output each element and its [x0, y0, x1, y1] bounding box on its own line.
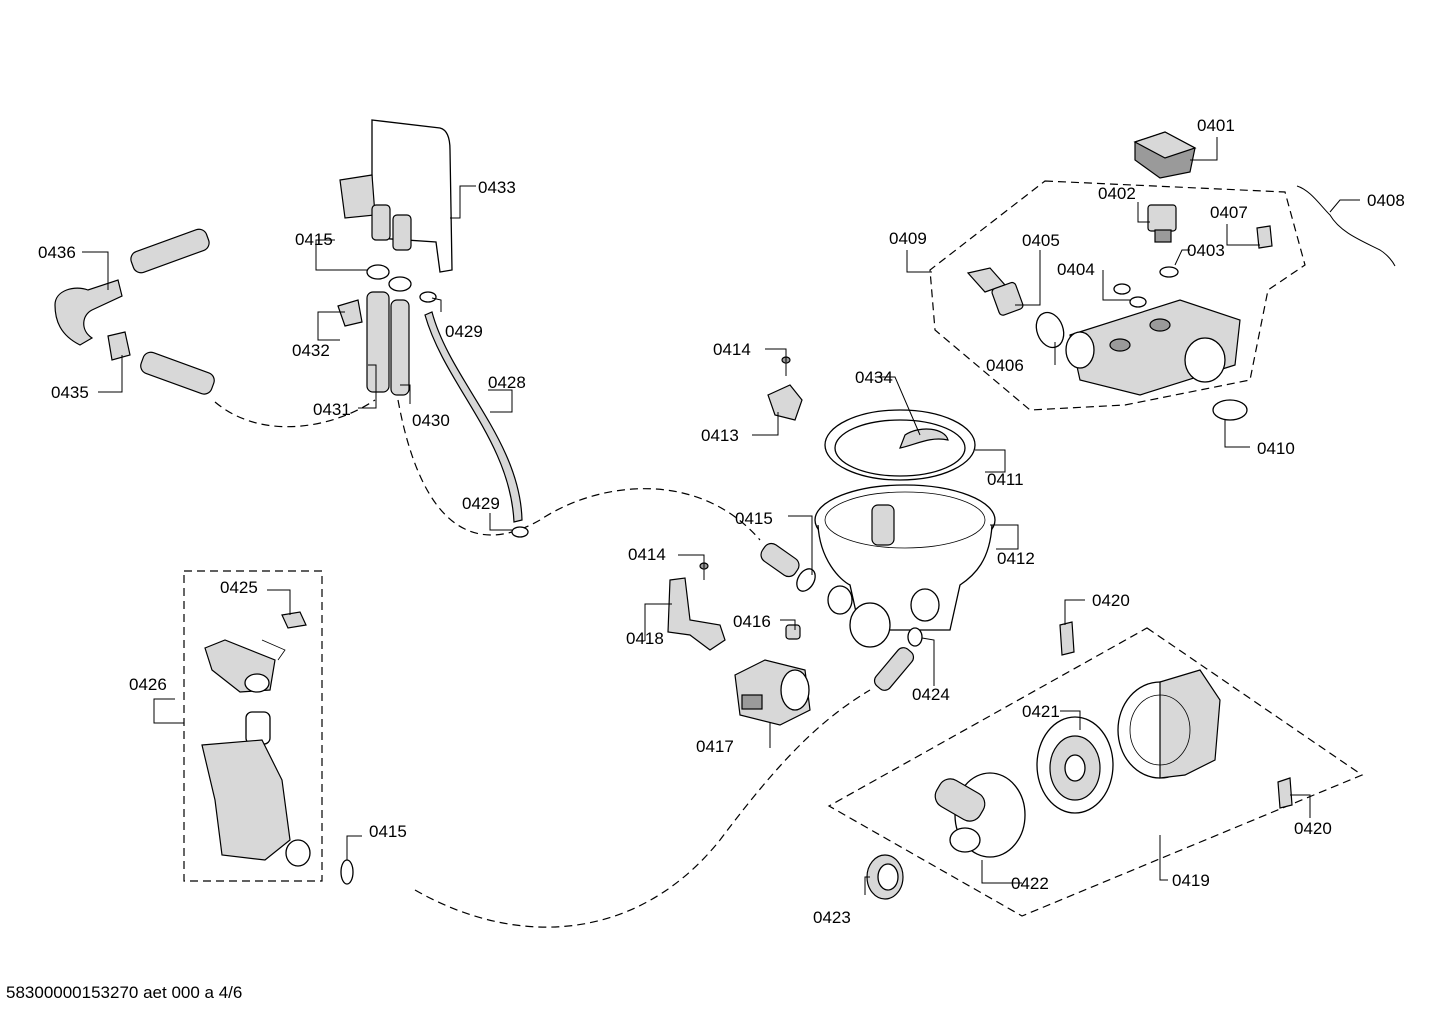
part-0415-o-ring-d [340, 859, 354, 885]
label-0410: 0410 [1257, 439, 1295, 458]
part-0412-sump [814, 484, 996, 648]
label-0414-a: 0414 [713, 340, 751, 359]
part-0424-o-ring [907, 627, 923, 647]
label-0430: 0430 [412, 411, 450, 430]
label-0401: 0401 [1197, 116, 1235, 135]
part-0410-clamp [1212, 399, 1248, 421]
part-0428-hose [424, 311, 523, 523]
label-0420-b: 0420 [1294, 819, 1332, 838]
label-0435: 0435 [51, 383, 89, 402]
hose-path-bottom [414, 689, 871, 928]
part-0418-bracket [667, 577, 726, 651]
label-0431: 0431 [313, 400, 351, 419]
label-0426: 0426 [129, 675, 167, 694]
part-labels: 0401 0402 0403 0404 0405 0406 0407 0408 … [38, 116, 1405, 927]
label-0407: 0407 [1210, 203, 1248, 222]
group-0419-outline [827, 627, 1364, 917]
part-0426-drain-assembly [201, 639, 311, 867]
label-0425: 0425 [220, 578, 258, 597]
label-0409: 0409 [889, 229, 927, 248]
part-0436-inlet-hose [54, 228, 215, 395]
label-0422: 0422 [1011, 874, 1049, 893]
part-0409-heater-housing [1065, 299, 1241, 396]
label-0436: 0436 [38, 243, 76, 262]
part-0420-clip-a [1059, 621, 1075, 656]
part-0430-hose [390, 299, 410, 396]
group-0426-outline [183, 570, 323, 882]
label-0432: 0432 [292, 341, 330, 360]
part-0416-cap [785, 624, 801, 640]
label-0418: 0418 [626, 629, 664, 648]
label-0417: 0417 [696, 737, 734, 756]
label-0424: 0424 [912, 685, 950, 704]
part-0403-o-ring [1159, 266, 1179, 278]
part-0429-clamp-a [419, 291, 437, 303]
part-0405-valve [966, 267, 1024, 316]
part-0432-clip [337, 299, 363, 327]
label-0421: 0421 [1022, 702, 1060, 721]
label-0402: 0402 [1098, 184, 1136, 203]
label-0428: 0428 [488, 373, 526, 392]
label-0414-b: 0414 [628, 545, 666, 564]
part-0408-wire [1296, 185, 1396, 267]
part-0401-module [1133, 131, 1197, 179]
label-0412: 0412 [997, 549, 1035, 568]
label-0420-a: 0420 [1092, 591, 1130, 610]
part-0423-grommet [866, 854, 904, 900]
part-0433-water-tank [339, 119, 453, 273]
part-0404-o-ring-a [1113, 283, 1131, 295]
label-0419: 0419 [1172, 871, 1210, 890]
label-0406: 0406 [986, 356, 1024, 375]
label-0403: 0403 [1187, 241, 1225, 260]
label-0434: 0434 [855, 368, 893, 387]
part-0429-clamp-b [511, 526, 529, 538]
part-0406-gasket [1035, 311, 1065, 349]
part-0424-hose [873, 647, 915, 691]
label-0404: 0404 [1057, 260, 1095, 279]
label-0433: 0433 [478, 178, 516, 197]
label-0429-a: 0429 [445, 322, 483, 341]
part-0435-clip [107, 331, 131, 361]
group-0409-outline [929, 180, 1306, 411]
label-0416: 0416 [733, 612, 771, 631]
part-0420-clip-b [1277, 777, 1293, 809]
part-0411-seal-ring [824, 409, 976, 481]
part-0415-o-ring-a [366, 264, 390, 280]
part-0421-impeller-housing [1036, 716, 1114, 814]
label-0423: 0423 [813, 908, 851, 927]
part-0402-sensor [1147, 204, 1177, 243]
label-0415-b: 0415 [735, 509, 773, 528]
part-0422-pump-cover [934, 772, 1026, 858]
label-0405: 0405 [1022, 231, 1060, 250]
label-0408: 0408 [1367, 191, 1405, 210]
label-0415-c: 0415 [369, 822, 407, 841]
part-0415-short-hose [760, 542, 800, 578]
part-0407-clip [1256, 225, 1273, 249]
hose-path-middle [397, 399, 761, 541]
part-0431-hose [366, 291, 390, 393]
label-0415-a: 0415 [295, 230, 333, 249]
hose-path-left [214, 399, 376, 428]
part-0415-o-ring-b [388, 276, 412, 292]
part-0413-bracket [767, 384, 803, 421]
leader-lines [82, 137, 1360, 895]
part-0419-circulation-motor [1117, 669, 1221, 779]
label-0411: 0411 [987, 470, 1024, 489]
part-0425-clip [281, 611, 307, 629]
label-0413: 0413 [701, 426, 739, 445]
part-0404-o-ring-b [1129, 296, 1147, 308]
part-0417-drain-pump [734, 659, 811, 726]
label-0429-b: 0429 [462, 494, 500, 513]
footer-reference: 58300000153270 aet 000 a 4/6 [6, 983, 242, 1002]
